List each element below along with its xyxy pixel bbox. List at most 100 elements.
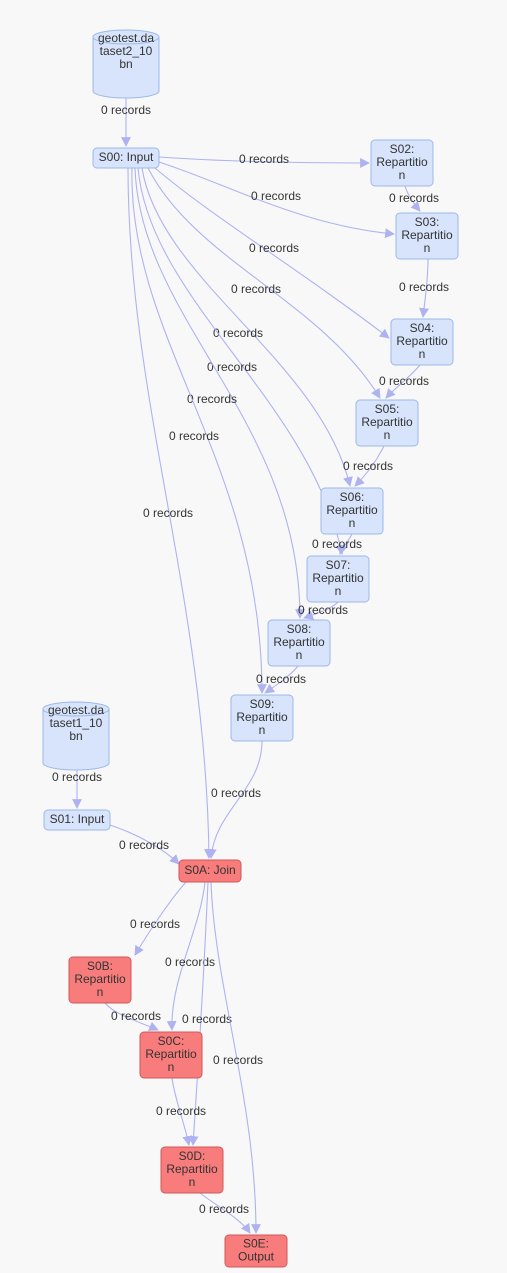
edge-s0a-to-s0c: 0 records <box>165 881 215 1031</box>
node-label-line: n <box>296 648 303 662</box>
edge-line <box>303 601 339 620</box>
cylinder-top <box>92 36 160 45</box>
edge-line <box>385 364 421 399</box>
node-label-line: Output <box>238 1250 275 1264</box>
edge-label: 0 records <box>343 459 393 473</box>
edge-s06-to-s07: 0 records <box>312 533 362 555</box>
node-label-line: bn <box>69 729 82 743</box>
edge-label: 0 records <box>199 1202 249 1216</box>
node-label-line: taset2_10 <box>100 44 153 58</box>
edge-label: 0 records <box>379 374 429 388</box>
edge-s01-to-s0a: 0 records <box>109 824 180 865</box>
node-label-line: S0B: <box>87 959 113 973</box>
node-label-line: geotest.da <box>98 31 154 45</box>
node-label-line: n <box>349 516 356 530</box>
node-box <box>43 809 111 831</box>
edge-line <box>154 167 390 339</box>
node-box <box>306 555 370 603</box>
node-box <box>230 694 294 742</box>
node-label-line: n <box>424 241 431 255</box>
edge-label: 0 records <box>389 191 439 205</box>
edge-label: 0 records <box>52 770 102 784</box>
node-label-line: S08: <box>287 622 312 636</box>
node-label-line: Repartitio <box>166 1162 218 1176</box>
edge-label: 0 records <box>101 103 151 117</box>
node-box <box>139 1031 203 1079</box>
edge-s03-to-s04: 0 records <box>399 258 449 318</box>
edge-s00-to-s0a: 0 records <box>127 167 214 859</box>
edge-s04-to-s05: 0 records <box>379 364 429 399</box>
edge-s00-to-s06: 0 records <box>141 167 353 487</box>
node-label-line: geotest.da <box>48 703 104 717</box>
cylinder-body <box>42 701 110 771</box>
stage-s0e-node[interactable]: S0E:Output <box>224 1234 288 1268</box>
node-label-line: n <box>168 1060 175 1074</box>
edge-s00-to-s09: 0 records <box>131 167 267 694</box>
edge-line <box>131 167 267 694</box>
edge-line <box>127 167 214 859</box>
edge-s0a-to-s0e: 0 records <box>210 881 263 1234</box>
edge-line <box>104 1002 159 1031</box>
node-label-line: Repartitio <box>236 710 288 724</box>
node-label-line: Repartitio <box>273 635 325 649</box>
edge-label: 0 records <box>111 1009 161 1023</box>
edge-label: 0 records <box>312 537 362 551</box>
node-label-line: S04: <box>410 321 435 335</box>
node-box <box>178 859 242 883</box>
stage-s0a-node[interactable]: S0A: Join <box>178 859 242 883</box>
edge-label: 0 records <box>187 392 237 406</box>
edge-s08-to-s09: 0 records <box>256 665 306 694</box>
edge-line <box>188 881 209 1146</box>
stage-s00-node[interactable]: S00: Input <box>92 147 160 169</box>
node-label-line: S05: <box>375 402 400 416</box>
edge-s0d-to-s0e: 0 records <box>199 1192 251 1234</box>
edge-line <box>264 665 299 694</box>
edge-line <box>166 881 206 1031</box>
edge-label: 0 records <box>251 189 301 203</box>
cylinder-top <box>42 708 110 717</box>
node-label-line: Repartitio <box>376 155 428 169</box>
node-label-line: Repartitio <box>74 972 126 986</box>
edge-line <box>338 533 353 555</box>
node-box <box>320 487 384 535</box>
edge-line <box>404 185 421 212</box>
edge-s0a-to-s0d: 0 records <box>182 881 232 1146</box>
node-label-line: S07: <box>326 558 351 572</box>
edge-label: 0 records <box>156 1104 206 1118</box>
stage-s01-node[interactable]: S01: Input <box>43 809 111 831</box>
node-label-line: S03: <box>415 215 440 229</box>
node-label-line: bn <box>119 57 132 71</box>
nodes-layer: geotest.dataset2_10bngeotest.dataset1_10… <box>42 29 459 1268</box>
node-label-line: S0C: <box>158 1034 185 1048</box>
node-label-line: n <box>259 723 266 737</box>
edge-label: 0 records <box>182 1012 232 1026</box>
edge-line <box>210 881 261 1234</box>
edge-s00-to-s03: 0 records <box>158 161 395 239</box>
node-label-line: n <box>335 584 342 598</box>
edge-label: 0 records <box>213 326 263 340</box>
edge-line <box>354 445 385 487</box>
edge-label: 0 records <box>211 786 261 800</box>
node-box <box>68 956 132 1004</box>
edge-label: 0 records <box>256 672 306 686</box>
node-box <box>395 212 459 260</box>
edge-s02-to-s03: 0 records <box>389 185 439 212</box>
edge-s0a-to-s0b: 0 records <box>130 881 187 956</box>
edge-s00-to-s04: 0 records <box>154 167 390 339</box>
node-box <box>390 318 454 366</box>
